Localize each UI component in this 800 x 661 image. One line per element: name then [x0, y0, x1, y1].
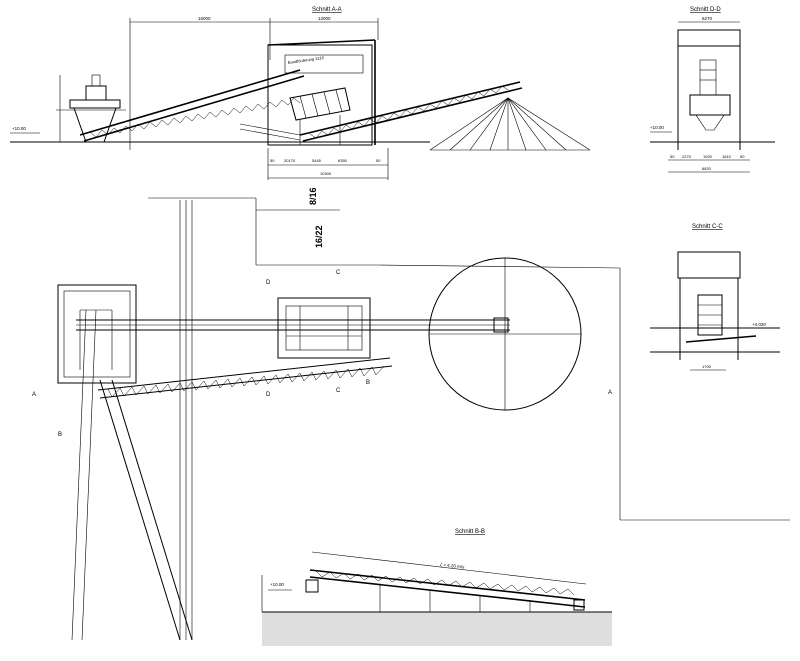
plan-slanted-conveyor [71, 309, 193, 641]
aa-dim-b3: 5445 [312, 158, 322, 163]
aa-screening-plant: Bandförderung 1210 [267, 39, 376, 146]
section-d-d-title: Schnitt D-D [690, 7, 721, 13]
plan-stockpile-circle [428, 257, 582, 411]
dd-dim-b2: 2270 [682, 154, 692, 159]
dd-dim-b1: 50 [670, 154, 675, 159]
aa-conveyor-2 [239, 81, 523, 142]
section-a-a: Schnitt A-A 16000 12000 +10.00 [10, 7, 591, 180]
marker-c-bottom: C [336, 388, 341, 394]
plan-label-8-16: 8/16 [308, 187, 318, 205]
dd-dim-total: 6820 [702, 166, 712, 171]
dd-screen-unit [689, 59, 731, 131]
dd-level-label: +10.00 [650, 125, 664, 130]
plan-feed-bin [57, 284, 137, 384]
aa-dim-b1: 50 [270, 158, 275, 163]
aa-feed-hopper [56, 74, 126, 143]
cc-screen-unit [685, 294, 757, 343]
marker-a-left: A [32, 392, 36, 398]
section-c-c-title: Schnitt C-C [692, 224, 723, 230]
dd-dim-b5: 50 [740, 154, 745, 159]
aa-dim-b4: 6350 [338, 158, 348, 163]
aa-stockpile [429, 97, 591, 151]
aa-conveyor-1 [79, 69, 305, 142]
section-a-a-title: Schnitt A-A [312, 7, 342, 13]
section-b-b: Schnitt B-B +10.00 ζ = 4.20 m/s [261, 529, 612, 646]
aa-dim-top-1: 16000 [198, 16, 211, 21]
section-c-c: Schnitt C-C +4.020 1700 [650, 224, 780, 371]
aa-dim-b2: 20170 [284, 158, 296, 163]
aa-conveyor-label: Bandförderung 1210 [287, 55, 325, 65]
section-b-b-title: Schnitt B-B [455, 529, 485, 535]
marker-b-right: B [366, 380, 370, 386]
aa-dim-b5: 50 [376, 158, 381, 163]
section-d-d: Schnitt D-D 6270 +10.00 50 2270 1920 161… [650, 7, 775, 173]
marker-b-left: B [58, 432, 62, 438]
plan-diagonal-conveyor [97, 357, 393, 399]
plan-view: 8/16 16/22 [32, 187, 790, 641]
aa-dim-b6: 10400 [320, 171, 332, 176]
plan-screening-building [277, 297, 371, 359]
bb-slope-label: ζ = 4.20 m/s [440, 562, 466, 570]
marker-d-bottom: D [266, 392, 271, 398]
dd-dim-top: 6270 [702, 16, 713, 21]
aa-dim-top-2: 12000 [318, 16, 331, 21]
bb-conveyor [305, 569, 586, 612]
plan-label-16-22: 16/22 [314, 225, 324, 248]
dd-dim-b4: 1610 [722, 154, 732, 159]
marker-a-right: A [608, 390, 612, 396]
dd-dim-b3: 1920 [703, 154, 713, 159]
marker-c-top: C [336, 270, 341, 276]
plan-vertical-rail [179, 200, 193, 640]
cc-dim-b1: 1700 [702, 364, 712, 369]
aa-level-label: +10.00 [12, 126, 26, 131]
cc-level-label: +4.020 [752, 322, 766, 327]
marker-d-top: D [266, 280, 271, 286]
bb-level-label: +10.00 [270, 582, 284, 587]
